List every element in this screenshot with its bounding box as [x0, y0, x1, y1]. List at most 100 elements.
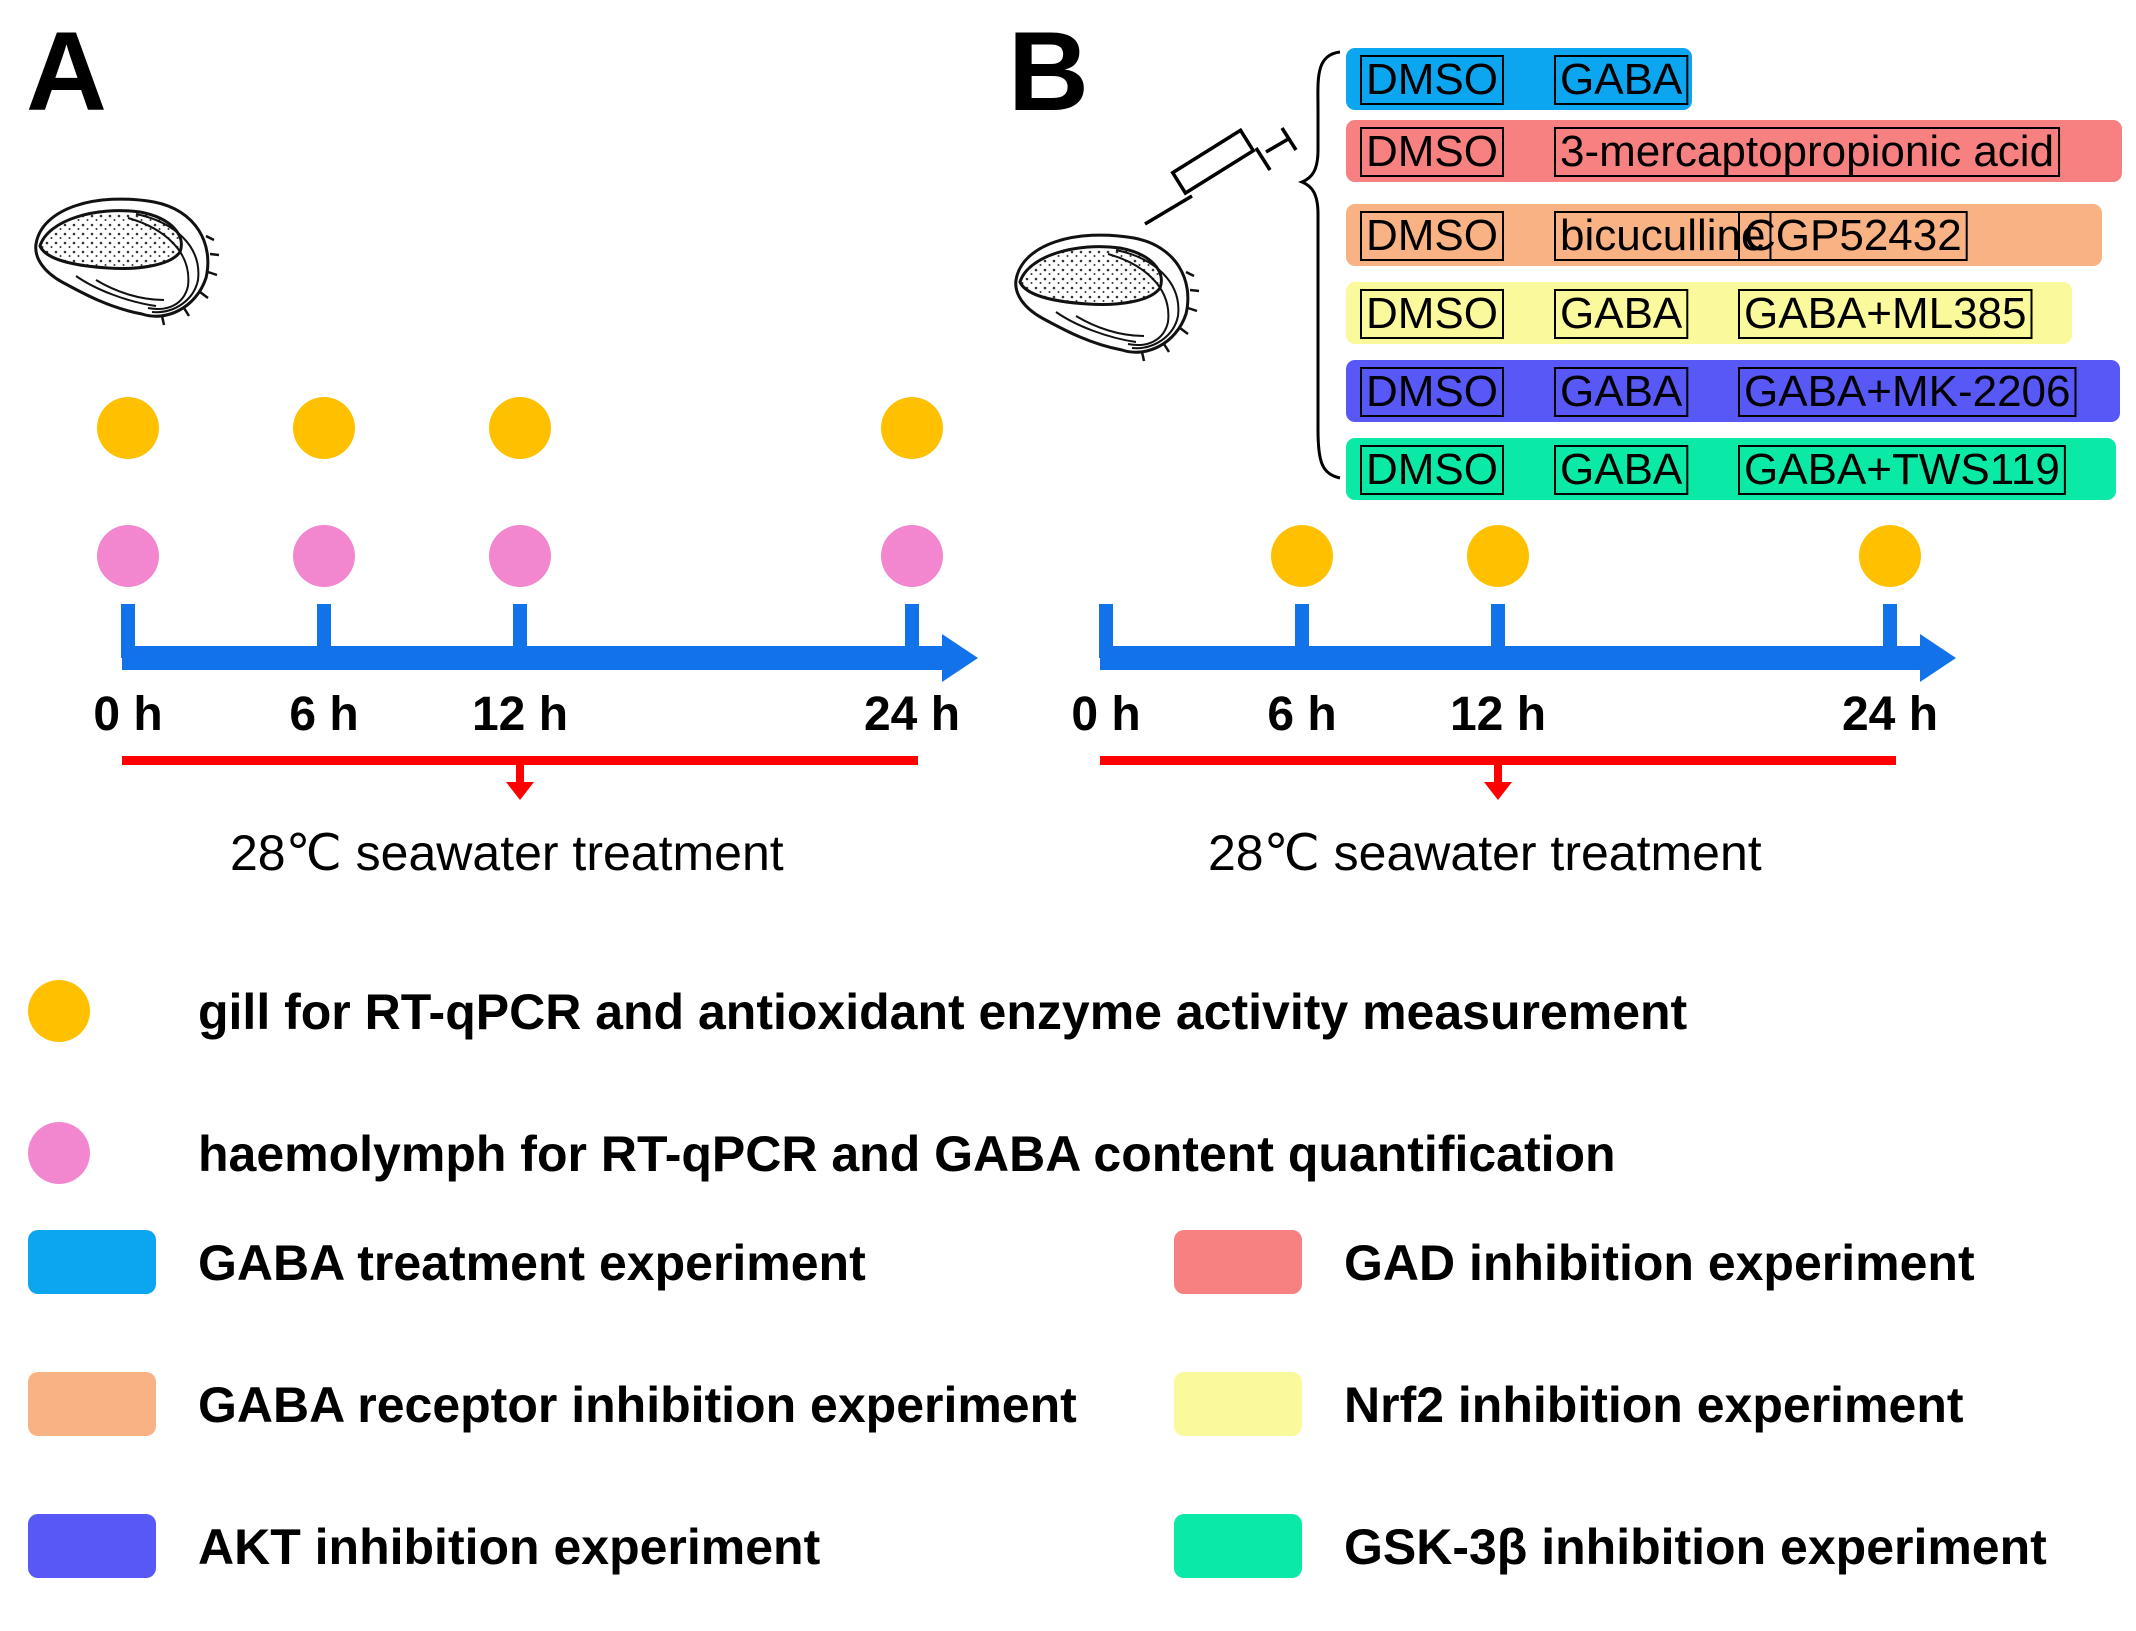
drug-label-box — [1554, 289, 1689, 339]
legend-swatch — [28, 1230, 156, 1294]
legend-swatch — [1174, 1372, 1302, 1436]
drug-label-box — [1554, 367, 1689, 417]
timeline-arrowhead — [942, 634, 978, 682]
time-label: 12 h — [472, 688, 568, 741]
drug-label-box — [1360, 289, 1504, 339]
drug-label-box — [1738, 445, 2066, 495]
drug-label-box — [1360, 367, 1504, 417]
panel-b-letter: B — [1008, 9, 1089, 134]
gill-sample-dot — [97, 397, 159, 459]
gill-sample-dot — [489, 397, 551, 459]
timeline-tick — [513, 604, 527, 658]
drug-label: DMSO — [1366, 211, 1498, 260]
legend-experiment-label: GSK-3β inhibition experiment — [1344, 1519, 2047, 1575]
injection-group-background — [1346, 120, 2122, 182]
timeline-tick — [1491, 604, 1505, 658]
drug-label: DMSO — [1366, 445, 1498, 494]
haemolymph-sample-dot — [881, 525, 943, 587]
timeline-tick — [317, 604, 331, 658]
injection-group-background — [1346, 282, 2072, 344]
gill-sample-dot — [881, 397, 943, 459]
treatment-bar — [1100, 756, 1896, 765]
drug-label-box — [1360, 55, 1504, 105]
injection-group-background — [1346, 438, 2116, 500]
oyster-b-icon — [1014, 233, 1201, 363]
timeline-bar — [122, 646, 946, 670]
legend-experiment-label: GABA receptor inhibition experiment — [198, 1377, 1077, 1433]
gill-sample-dot — [1859, 525, 1921, 587]
drug-label: GABA — [1560, 367, 1683, 416]
panel-a-letter: A — [26, 9, 107, 134]
drug-label-box — [1360, 445, 1504, 495]
syringe-icon — [1144, 127, 1298, 226]
time-label: 6 h — [1267, 688, 1336, 741]
drug-label-box — [1360, 211, 1504, 261]
oyster-a-icon — [34, 197, 221, 327]
time-label: 6 h — [289, 688, 358, 741]
group-brace — [1297, 50, 1341, 480]
legend-swatch — [28, 1514, 156, 1578]
legend-experiment-label: GABA treatment experiment — [198, 1235, 866, 1291]
treatment-bar — [122, 756, 918, 765]
legend-haemolymph-label: haemolymph for RT-qPCR and GABA content … — [198, 1126, 1616, 1182]
timeline-tick — [1883, 604, 1897, 658]
timeline-tick — [905, 604, 919, 658]
drug-label: 3-mercaptopropionic acid — [1560, 127, 2054, 176]
drug-label: GABA+ML385 — [1744, 289, 2027, 338]
legend-gill-label: gill for RT-qPCR and antioxidant enzyme … — [198, 984, 1688, 1040]
time-label: 12 h — [1450, 688, 1546, 741]
injection-group-background — [1346, 48, 1692, 110]
drug-label-box — [1738, 289, 2033, 339]
drug-label: GABA+MK-2206 — [1744, 367, 2071, 416]
injection-group-background — [1346, 204, 2102, 266]
treatment-arrow-stem — [516, 762, 524, 784]
gill-sample-dot — [1271, 525, 1333, 587]
drug-label-box — [1738, 211, 1968, 261]
gill-sample-dot — [293, 397, 355, 459]
treatment-arrow-head — [506, 782, 534, 800]
legend-gill-dot — [28, 980, 90, 1042]
drug-label-box — [1554, 211, 1772, 261]
time-label: 24 h — [864, 688, 960, 741]
drug-label: DMSO — [1366, 55, 1498, 104]
haemolymph-sample-dot — [293, 525, 355, 587]
timeline-bar — [1100, 646, 1924, 670]
drug-label-box — [1360, 127, 1504, 177]
drug-label: DMSO — [1366, 367, 1498, 416]
treatment-arrow-stem — [1494, 762, 1502, 784]
injection-group-row: DMSO 3-mercaptopropionic acid — [1346, 120, 2122, 182]
drug-label: GABA — [1560, 445, 1683, 494]
drug-label: GABA — [1560, 55, 1683, 104]
haemolymph-sample-dot — [97, 525, 159, 587]
timeline-tick — [121, 604, 135, 658]
legend-experiments: GABA treatment experiment GAD inhibition … — [28, 1230, 2047, 1578]
timeline-tick — [1295, 604, 1309, 658]
injection-group-background — [1346, 360, 2120, 422]
legend-swatch — [1174, 1230, 1302, 1294]
drug-label: DMSO — [1366, 289, 1498, 338]
drug-label: GABA — [1560, 289, 1683, 338]
legend-haemolymph-dot — [28, 1122, 90, 1184]
drug-label-box — [1554, 55, 1689, 105]
legend-experiment-label: Nrf2 inhibition experiment — [1344, 1377, 1964, 1433]
time-label: 24 h — [1842, 688, 1938, 741]
haemolymph-sample-dot — [489, 525, 551, 587]
injection-group-row: DMSO GABA — [1346, 48, 1692, 110]
panel-b-treatment-label: 28℃ seawater treatment — [1208, 825, 1762, 881]
drug-label-box — [1554, 127, 2061, 177]
gill-sample-dot — [1467, 525, 1529, 587]
legend-experiment-label: GAD inhibition experiment — [1344, 1235, 1975, 1291]
drug-label: CGP52432 — [1744, 211, 1962, 260]
drug-label-box — [1738, 367, 2077, 417]
treatment-arrow-head — [1484, 782, 1512, 800]
timeline-arrowhead — [1920, 634, 1956, 682]
drug-label: bicuculline — [1560, 211, 1765, 260]
legend-swatch — [28, 1372, 156, 1436]
legend-experiment-label: AKT inhibition experiment — [198, 1519, 821, 1575]
drug-label: DMSO — [1366, 127, 1498, 176]
